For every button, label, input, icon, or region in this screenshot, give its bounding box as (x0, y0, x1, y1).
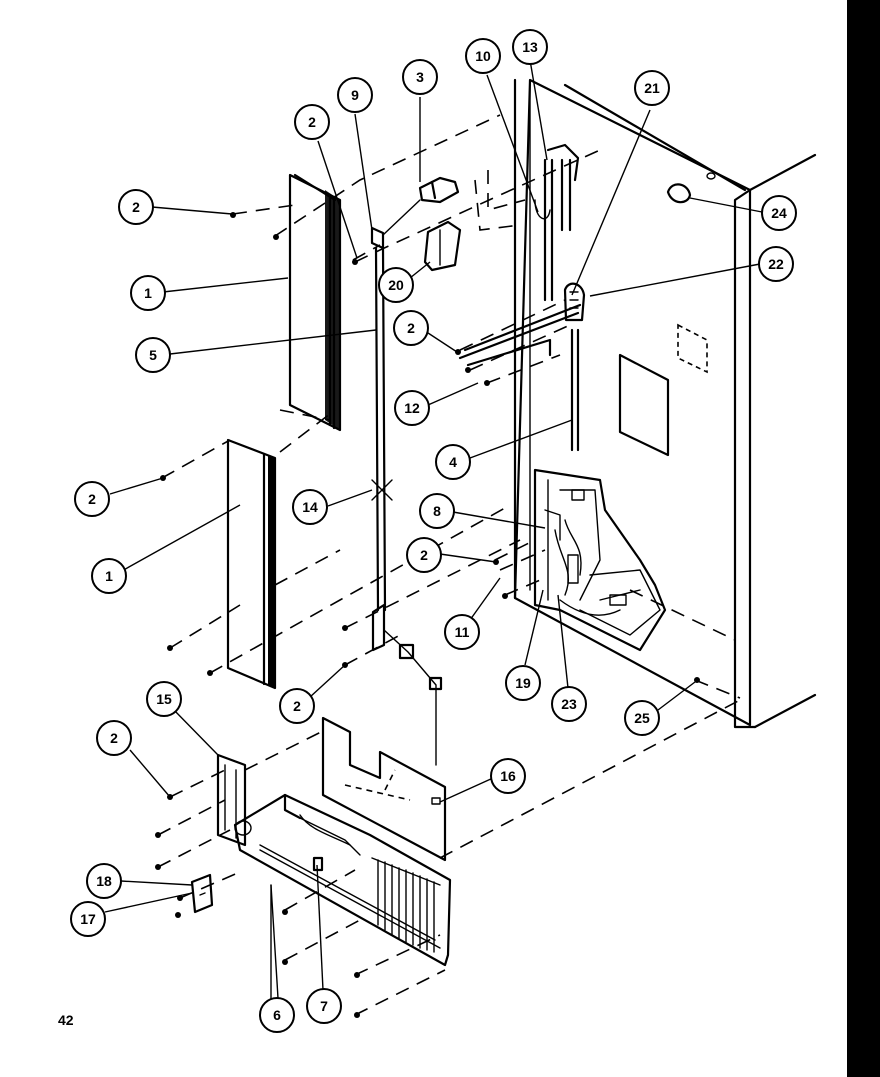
svg-text:16: 16 (500, 768, 516, 784)
callout-4: 4 (435, 444, 471, 480)
callout-16: 16 (490, 758, 526, 794)
wire-connector (371, 603, 443, 766)
svg-text:3: 3 (416, 69, 424, 85)
svg-text:10: 10 (475, 48, 491, 64)
svg-text:24: 24 (771, 205, 787, 221)
drain-tube (570, 328, 580, 452)
callout-1: 1 (130, 275, 166, 311)
scan-border (847, 0, 880, 1077)
machine-compartment (533, 468, 667, 652)
callout-11: 11 (444, 614, 480, 650)
svg-text:14: 14 (302, 499, 318, 515)
svg-text:1: 1 (144, 285, 152, 301)
callout-2: 2 (393, 310, 429, 346)
svg-text:1: 1 (105, 568, 113, 584)
switch-20 (423, 220, 462, 272)
svg-text:19: 19 (515, 675, 531, 691)
callout-24: 24 (761, 195, 797, 231)
wire-harness-9 (370, 199, 421, 250)
svg-text:2: 2 (88, 491, 96, 507)
svg-text:2: 2 (420, 547, 428, 563)
callout-12: 12 (394, 390, 430, 426)
page-number: 42 (58, 1012, 74, 1028)
svg-text:18: 18 (96, 873, 112, 889)
callout-2: 2 (74, 481, 110, 517)
svg-text:2: 2 (110, 730, 118, 746)
callout-21: 21 (634, 70, 670, 106)
callout-2: 2 (279, 688, 315, 724)
callout-19: 19 (505, 665, 541, 701)
svg-text:2: 2 (407, 320, 415, 336)
svg-text:25: 25 (634, 710, 650, 726)
svg-text:22: 22 (768, 256, 784, 272)
callout-6: 6 (259, 997, 295, 1033)
svg-text:4: 4 (449, 454, 457, 470)
svg-text:7: 7 (320, 998, 328, 1014)
callout-3: 3 (402, 59, 438, 95)
relay-18 (190, 873, 214, 914)
svg-text:20: 20 (388, 277, 404, 293)
svg-text:11: 11 (455, 624, 470, 640)
callout-1: 1 (91, 558, 127, 594)
callout-13: 13 (512, 29, 548, 65)
bracket-15 (216, 753, 247, 847)
svg-text:8: 8 (433, 503, 441, 519)
wire-harness-5 (371, 246, 393, 612)
cabinet-back-panel (513, 78, 817, 729)
callout-20: 20 (378, 267, 414, 303)
svg-text:2: 2 (293, 698, 301, 714)
callout-9: 9 (337, 77, 373, 113)
base-pan (233, 793, 452, 967)
svg-text:12: 12 (404, 400, 420, 416)
svg-text:23: 23 (561, 696, 577, 712)
svg-text:13: 13 (522, 39, 538, 55)
callout-17: 17 (70, 901, 106, 937)
callout-5: 5 (135, 337, 171, 373)
callout-22: 22 (758, 246, 794, 282)
svg-text:17: 17 (80, 911, 96, 927)
callout-2: 2 (118, 189, 154, 225)
cover-16 (321, 716, 447, 862)
svg-text:5: 5 (149, 347, 157, 363)
callout-25: 25 (624, 700, 660, 736)
bumper (666, 172, 716, 204)
callout-15: 15 (146, 681, 182, 717)
water-line-clip (534, 143, 580, 302)
screws (155, 212, 700, 1018)
svg-text:21: 21 (644, 80, 660, 96)
svg-text:2: 2 (132, 199, 140, 215)
callout-14: 14 (292, 489, 328, 525)
leader-lines (104, 59, 763, 999)
svg-text:15: 15 (156, 691, 172, 707)
panel-lower (226, 438, 277, 690)
svg-text:6: 6 (273, 1007, 281, 1023)
switch-3 (418, 176, 460, 204)
callout-23: 23 (551, 686, 587, 722)
callout-10: 10 (465, 38, 501, 74)
panel-upper (288, 173, 342, 432)
callout-2: 2 (96, 720, 132, 756)
svg-text:2: 2 (308, 114, 316, 130)
callout-2: 2 (406, 537, 442, 573)
callout-7: 7 (306, 988, 342, 1024)
callout-18: 18 (86, 863, 122, 899)
svg-text:9: 9 (351, 87, 359, 103)
callout-8: 8 (419, 493, 455, 529)
callout-2: 2 (294, 104, 330, 140)
assembly-lines (157, 114, 741, 1016)
part-7 (312, 856, 324, 872)
mounting-brackets (458, 303, 582, 367)
